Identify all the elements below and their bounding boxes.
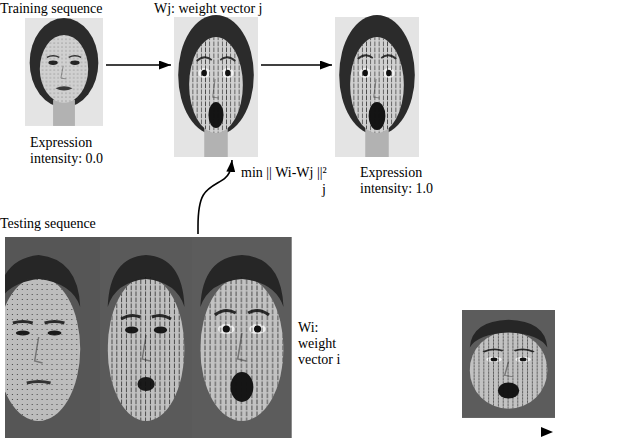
neck: [53, 100, 75, 126]
index-label: j: [321, 182, 327, 198]
caption-text: Training sequence: [0, 1, 103, 17]
training-face-apex: [335, 15, 419, 157]
face: [189, 37, 243, 133]
arrow-head: [541, 427, 553, 437]
face: [470, 331, 548, 408]
formula-label: min || Wi-Wj ||²: [240, 165, 328, 181]
flow-field: [200, 277, 283, 421]
result-face: [462, 310, 555, 418]
flow-field: [189, 37, 243, 133]
caption-text: Wi: weight vector i: [298, 320, 354, 368]
hair: [339, 15, 415, 135]
training-face-neutral: [25, 18, 103, 126]
photo-ground: [192, 237, 292, 438]
flow-arrow: [198, 160, 232, 234]
face: [5, 277, 80, 421]
photo-ground: [462, 310, 555, 418]
flow-field: [108, 277, 185, 421]
photo-ground: [25, 18, 103, 126]
caption-text: Expression intensity: 0.0: [30, 135, 120, 167]
caption-text: Testing sequence: [0, 216, 96, 232]
photo-ground: [100, 237, 192, 438]
photo-frame: Testing sequenceWi: weight vector i: [5, 237, 292, 438]
flow-field: [350, 37, 404, 133]
caption-text: Wj: weight vector j: [154, 1, 262, 17]
face: [350, 37, 404, 133]
flow-field: [470, 331, 548, 408]
flow-arrow: [261, 64, 332, 66]
face: [40, 35, 88, 103]
hair: [178, 15, 254, 135]
testing-face-onset: [100, 237, 192, 438]
flow-arrow: [106, 64, 171, 66]
face: [200, 277, 283, 421]
training-face-surprised: [174, 15, 258, 157]
testing-face-apex: [192, 237, 292, 438]
photo-frame: Training sequenceExpression intensity: 0…: [25, 18, 103, 126]
dot-grid: [5, 277, 80, 421]
testing-face-neutral: [5, 237, 100, 438]
photo-frame: Expression intensity: 1.0: [335, 17, 419, 157]
dot-grid: [40, 35, 88, 103]
photo-frame: Wj: weight vector j: [174, 17, 258, 157]
face: [108, 277, 185, 421]
hair: [30, 18, 99, 107]
caption-text: Expression intensity: 1.0: [360, 165, 455, 197]
